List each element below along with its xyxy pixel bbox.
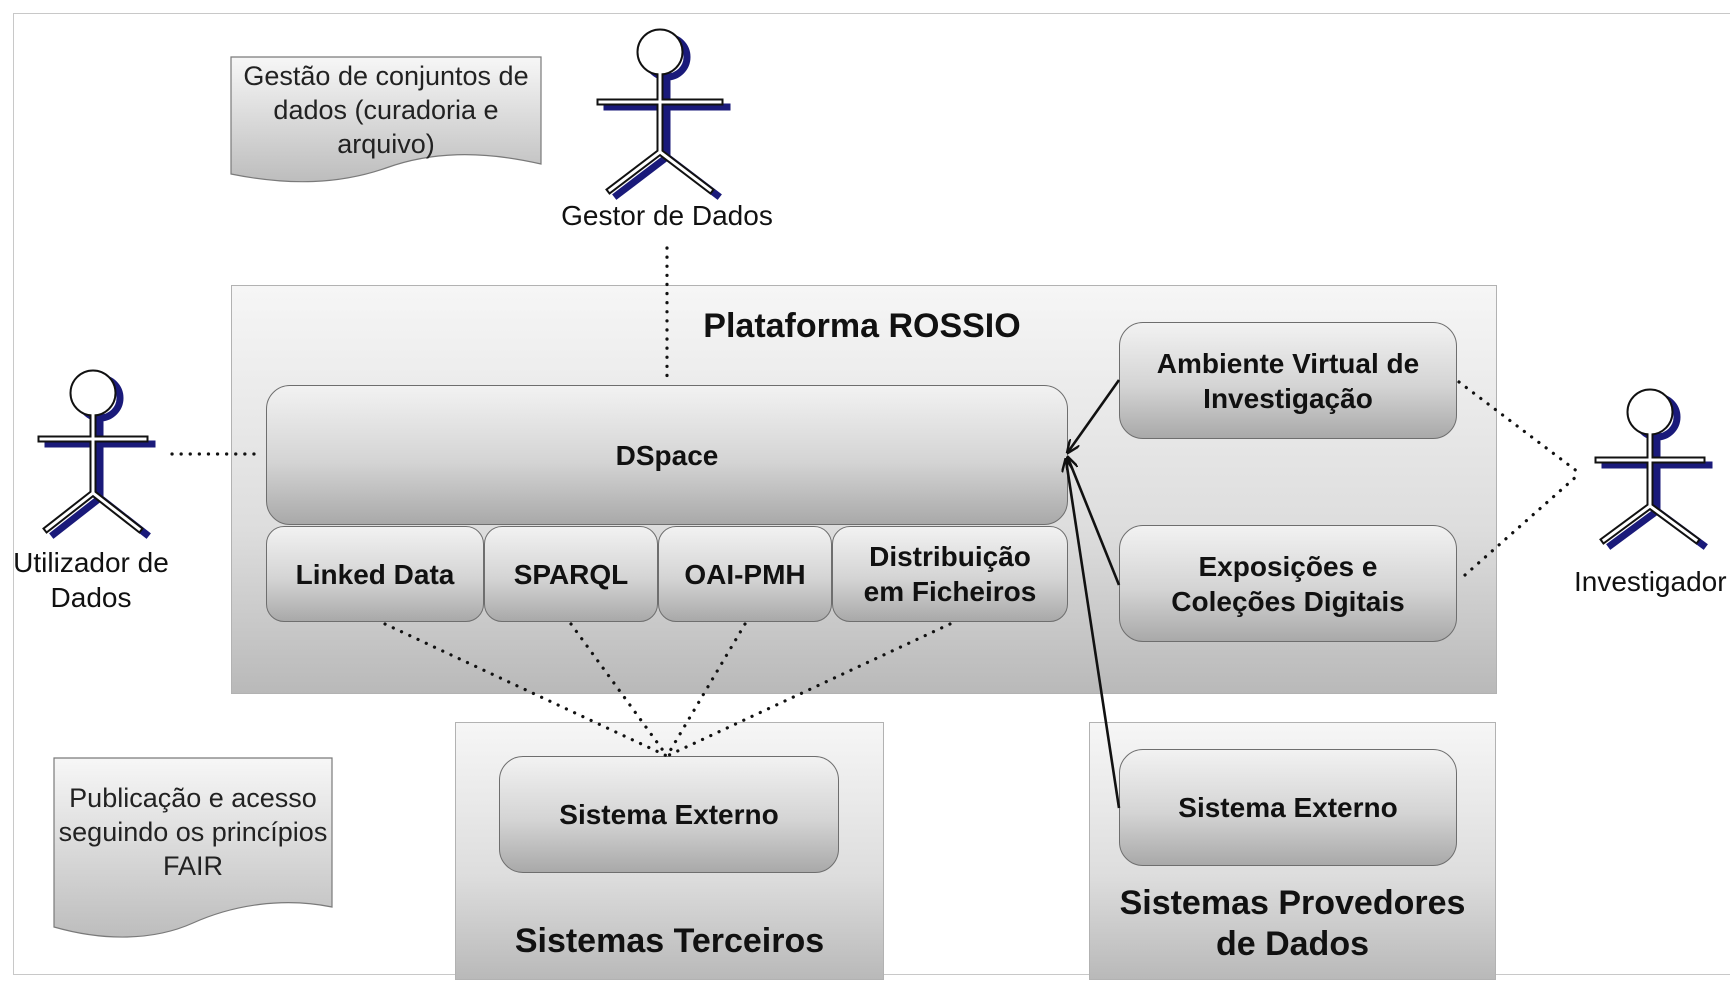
virtual-research-environment-label: Ambiente Virtual de Investigação — [1156, 347, 1420, 414]
interface-label: OAI-PMH — [684, 558, 806, 590]
note-top-text: Gestão de conjuntos de dados (curadoria … — [243, 61, 529, 159]
interface-sparql: SPARQL — [484, 526, 658, 622]
link-oai-external — [665, 622, 747, 758]
arrow-provider-dspace — [1066, 460, 1121, 809]
providers-title: Sistemas Provedores de Dados — [1119, 884, 1466, 963]
third-party-external-system: Sistema Externo — [499, 756, 839, 873]
note-shape — [230, 56, 542, 183]
interface-oai-pmh: OAI-PMH — [658, 526, 832, 622]
actor-utilizador-icon — [37, 369, 156, 539]
arrow-ambiente-dspace — [1068, 379, 1121, 452]
interface-file-distribution: Distribuição em Ficheiros — [832, 526, 1068, 622]
interface-linked-data: Linked Data — [266, 526, 484, 622]
interface-label: Distribuição em Ficheiros — [863, 541, 1037, 607]
actor-gestor-icon — [596, 28, 731, 200]
platform-title: Plataforma ROSSIO — [703, 307, 1021, 345]
dspace-label: DSpace — [615, 439, 719, 471]
interface-label: Linked Data — [295, 558, 455, 590]
virtual-research-environment-box: Ambiente Virtual de Investigação — [1119, 322, 1457, 439]
provider-external-system: Sistema Externo — [1119, 749, 1457, 866]
link-files-external — [665, 622, 952, 758]
dspace-box: DSpace — [266, 385, 1068, 525]
note-bottom-text: Publicação e acesso seguindo os princípi… — [58, 783, 328, 881]
actor-utilizador-label: Utilizador de Dados — [13, 547, 169, 613]
interface-label: SPARQL — [513, 558, 629, 590]
note-fair-publication: Publicação e acesso seguindo os princípi… — [53, 757, 333, 943]
link-ambiente-investigador — [1457, 380, 1580, 474]
link-exposicoes-investigador — [1463, 473, 1580, 577]
actor-investigador-label: Investigador — [1574, 566, 1727, 597]
note-shape — [53, 757, 333, 938]
actor-investigador-icon — [1594, 388, 1713, 550]
arrow-exposicoes-dspace — [1068, 458, 1121, 586]
link-linked-data-external — [383, 622, 669, 758]
external-system-label: Sistema Externo — [559, 799, 779, 830]
digital-exhibitions-label: Exposições e Coleções Digitais — [1171, 550, 1405, 617]
note-data-management: Gestão de conjuntos de dados (curadoria … — [230, 56, 542, 188]
digital-exhibitions-box: Exposições e Coleções Digitais — [1119, 525, 1457, 642]
external-system-label: Sistema Externo — [1178, 792, 1398, 823]
link-sparql-external — [569, 622, 669, 758]
third-party-title: Sistemas Terceiros — [514, 922, 825, 960]
actor-gestor-label: Gestor de Dados — [561, 200, 773, 231]
